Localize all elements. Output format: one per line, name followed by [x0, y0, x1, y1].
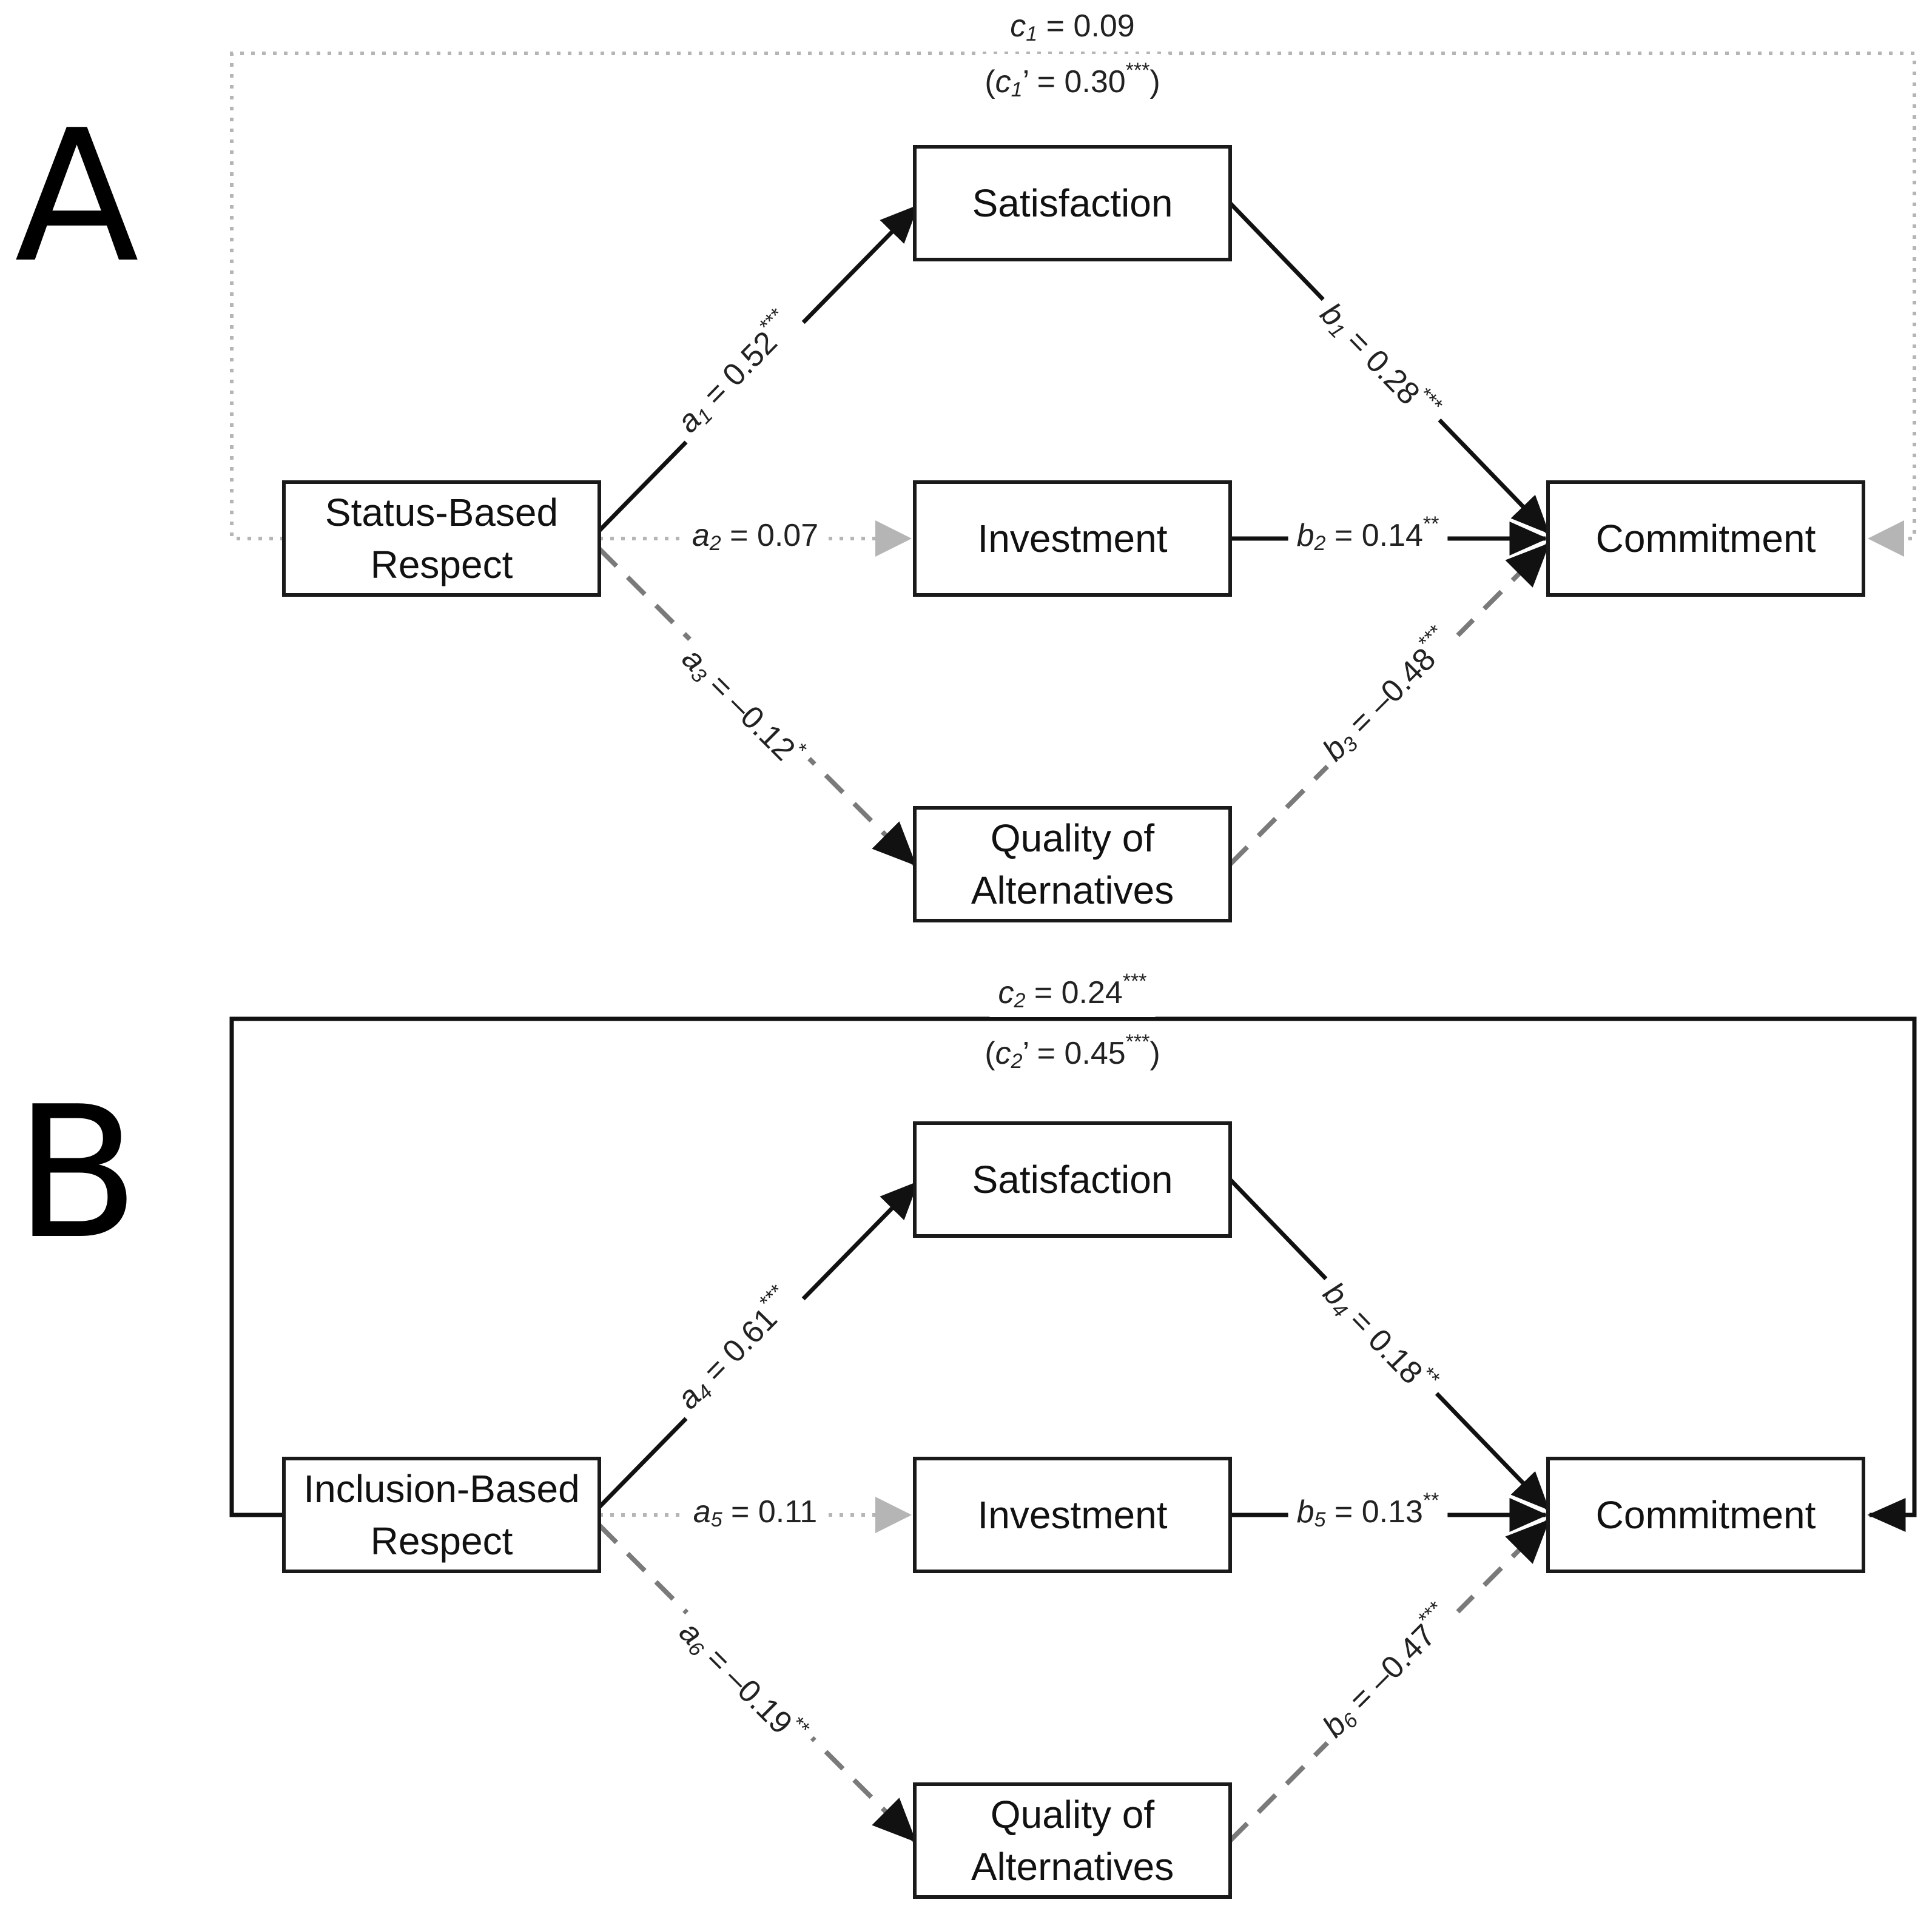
- coef-b-bot: b6 = –0.47***: [1302, 1587, 1470, 1755]
- node-box: [1546, 1457, 1865, 1573]
- label-gap: [1288, 1483, 1448, 1536]
- coef-text: c1 = 0.09: [1010, 8, 1134, 45]
- node-box: [913, 1457, 1232, 1573]
- node-satisfaction: Satisfaction: [913, 145, 1232, 261]
- coef-b-mid: b2 = 0.14**: [1288, 507, 1448, 560]
- node-label: Quality of: [991, 816, 1155, 860]
- coef-text: a1 = 0.52***: [667, 304, 803, 441]
- node-box: [913, 806, 1232, 922]
- node-label: Investment: [977, 1493, 1167, 1537]
- label-gap: [657, 1271, 812, 1427]
- coef-c: c1 = 0.09: [1001, 3, 1143, 50]
- coef-b-top: b1 = 0.28***: [1302, 283, 1457, 440]
- coef-b-mid: b5 = 0.13**: [1288, 1483, 1448, 1536]
- panel-letter: A: [15, 91, 140, 303]
- coef-text: b5 = 0.13**: [1297, 1489, 1439, 1531]
- node-label: Status-Based: [325, 491, 558, 534]
- coef-text: (c2’ = 0.45***): [985, 1030, 1160, 1073]
- node-commitment: Commitment: [1546, 480, 1865, 597]
- node-label: Quality of: [991, 1793, 1155, 1836]
- coef-a-top: a1 = 0.52***: [657, 294, 812, 451]
- direct-path-c: [229, 1016, 1917, 1532]
- label-gap: [1305, 1262, 1454, 1414]
- node-box: [1546, 480, 1865, 597]
- label-gap: [976, 53, 1169, 106]
- label-gap: [1302, 611, 1470, 779]
- coef-text: b4 = 0.18**: [1315, 1272, 1444, 1404]
- coef-a-mid: a2 = 0.07: [683, 512, 827, 560]
- label-gap: [1302, 1587, 1470, 1755]
- path-b-bot: [1228, 1519, 1550, 1842]
- node-commitment: Commitment: [1546, 1457, 1865, 1573]
- node-label: Respect: [371, 1519, 513, 1563]
- node-label: Alternatives: [971, 868, 1174, 912]
- coef-text: a3 = –0.12*: [674, 637, 812, 774]
- node-box: [282, 480, 601, 597]
- node-label: Satisfaction: [972, 181, 1173, 225]
- node-investment: Investment: [913, 1457, 1232, 1573]
- coef-text: (c1’ = 0.30***): [985, 59, 1160, 101]
- node-alternatives: Quality of Alternatives: [913, 806, 1232, 922]
- label-gap: [989, 964, 1156, 1017]
- panel-letter: B: [15, 1067, 140, 1279]
- label-gap: [1001, 3, 1143, 50]
- coef-b-bot: b3 = –0.48***: [1302, 611, 1470, 779]
- coef-text: b1 = 0.28***: [1312, 292, 1447, 430]
- node-label: Commitment: [1596, 1493, 1816, 1537]
- coef-text: a4 = 0.61***: [667, 1280, 803, 1417]
- node-label: Commitment: [1596, 517, 1816, 560]
- direct-path-c: [230, 52, 1916, 557]
- node-alternatives: Quality of Alternatives: [913, 1782, 1232, 1899]
- label-gap: [976, 1025, 1169, 1078]
- node-label: Inclusion-Based: [303, 1467, 579, 1511]
- coef-text: b2 = 0.14**: [1297, 512, 1439, 555]
- node-satisfaction: Satisfaction: [913, 1121, 1232, 1238]
- coef-c-prime: (c1’ = 0.30***): [976, 53, 1169, 106]
- node-box: [913, 1121, 1232, 1238]
- coef-text: a6 = –0.19**: [671, 1611, 814, 1754]
- node-label: Respect: [371, 543, 513, 586]
- node-box: [913, 1782, 1232, 1899]
- coef-a-bot: a3 = –0.12*: [664, 627, 821, 784]
- node-label: Alternatives: [971, 1845, 1174, 1889]
- label-gap: [657, 294, 812, 451]
- node-box: [282, 1457, 601, 1573]
- label-gap: [661, 1601, 824, 1764]
- label-gap: [1288, 507, 1448, 560]
- label-gap: [664, 627, 821, 784]
- coef-text: a2 = 0.07: [692, 518, 818, 555]
- path-b-bot: [1228, 543, 1550, 866]
- label-gap: [683, 512, 827, 560]
- coef-a-bot: a6 = –0.19**: [661, 1601, 824, 1764]
- node-investment: Investment: [913, 480, 1232, 597]
- coef-a-mid: a5 = 0.11: [684, 1489, 826, 1536]
- label-gap: [1302, 283, 1457, 440]
- coef-c-prime: (c2’ = 0.45***): [976, 1025, 1169, 1078]
- coef-text: b6 = –0.47***: [1312, 1597, 1461, 1745]
- coef-b-top: b4 = 0.18**: [1305, 1262, 1454, 1414]
- node-label: Satisfaction: [972, 1158, 1173, 1201]
- coef-text: b3 = –0.48***: [1312, 620, 1461, 769]
- coef-text: c2 = 0.24***: [998, 970, 1146, 1012]
- label-gap: [684, 1489, 826, 1536]
- node-label: Investment: [977, 517, 1167, 560]
- coef-a-top: a4 = 0.61***: [657, 1271, 812, 1427]
- coef-text: a5 = 0.11: [693, 1494, 817, 1531]
- node-box: [913, 145, 1232, 261]
- node-box: [913, 480, 1232, 597]
- coef-c: c2 = 0.24***: [989, 964, 1156, 1017]
